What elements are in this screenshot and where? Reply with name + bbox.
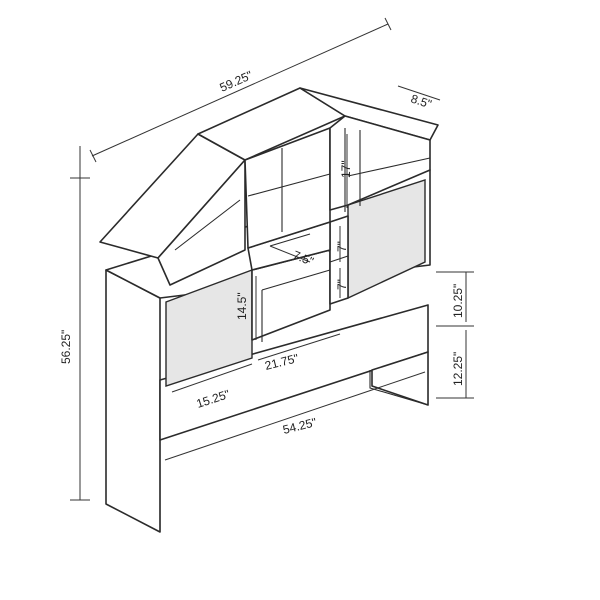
center-tall-compartment	[244, 127, 331, 249]
headboard-body	[99, 87, 439, 533]
dimension-lines	[70, 17, 474, 501]
overall-height-label: 56.25"	[59, 330, 73, 364]
overall-width-label: 59.25"	[218, 68, 255, 95]
depth-label: 8.5"	[409, 92, 433, 112]
left-house-wall	[157, 159, 246, 286]
right-lower-cubbies	[329, 215, 349, 305]
right-lower-cubby-label: 7"	[335, 279, 349, 290]
right-upper-cubby	[329, 115, 431, 211]
dimension-labels: 59.25" 8.5" 56.25" 17" 7.5" 7" 7" 14.5" …	[59, 68, 465, 437]
right-side-panel	[371, 351, 429, 406]
right-upper-cubby-label: 7"	[335, 241, 349, 252]
left-side-panel	[105, 269, 161, 533]
top-shelf-height-label: 17"	[339, 160, 353, 178]
left-door-glass	[165, 268, 253, 387]
lower-leg-height-label: 12.25"	[451, 352, 465, 386]
upper-leg-height-label: 10.25"	[451, 284, 465, 318]
center-cubby-height-label: 14.5"	[235, 292, 249, 320]
